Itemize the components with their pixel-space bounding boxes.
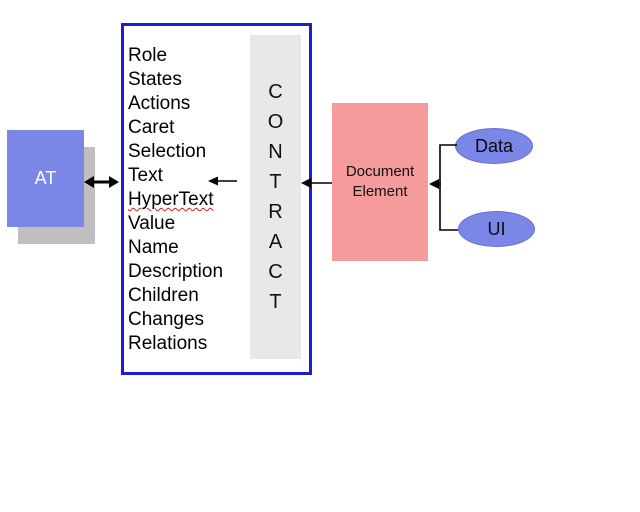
contract-letter: O bbox=[267, 111, 284, 133]
document-element-label: Document Element bbox=[345, 163, 415, 200]
contract-property-states: States bbox=[128, 69, 182, 90]
double-arrow-left-head bbox=[84, 176, 94, 188]
ui-node: UI bbox=[458, 211, 535, 247]
contract-property-caret: Caret bbox=[128, 117, 175, 138]
contract-property-selection: Selection bbox=[128, 141, 207, 162]
document-element-node: Document Element bbox=[332, 103, 428, 261]
contract-property-actions: Actions bbox=[128, 93, 191, 114]
at-node: AT bbox=[7, 130, 84, 227]
contract-property-value: Value bbox=[128, 213, 176, 234]
contract-letter: T bbox=[269, 171, 282, 193]
contract-letter: A bbox=[268, 231, 283, 253]
contract-letter: C bbox=[268, 261, 283, 283]
bracket-to-document-arrow bbox=[429, 179, 441, 189]
contract-property-changes: Changes bbox=[128, 309, 205, 330]
ui-node-label: UI bbox=[487, 218, 506, 239]
contract-letter: R bbox=[268, 201, 283, 223]
contract-vertical-bar: C O N T R A C T bbox=[250, 35, 301, 359]
at-contract-double-arrow bbox=[84, 176, 119, 188]
contract-property-hypertext: HyperText bbox=[128, 188, 246, 212]
contract-property-role: Role bbox=[128, 45, 168, 66]
contract-property-text: Text bbox=[128, 165, 163, 186]
contract-properties-list: Role States Actions Caret Selection Text… bbox=[128, 44, 246, 356]
data-node: Data bbox=[455, 128, 533, 164]
contract-letter: C bbox=[268, 81, 283, 103]
contract-property-description: Description bbox=[128, 261, 224, 282]
bracket-arrow-head bbox=[429, 179, 439, 189]
data-ui-bracket bbox=[439, 144, 458, 231]
contract-property-children: Children bbox=[128, 285, 199, 306]
contract-letter: N bbox=[268, 141, 283, 163]
double-arrow-right-head bbox=[109, 176, 119, 188]
contract-property-name: Name bbox=[128, 237, 179, 258]
contract-property-relations: Relations bbox=[128, 333, 208, 354]
data-node-label: Data bbox=[474, 135, 514, 156]
contract-letter: T bbox=[269, 291, 282, 313]
contract-property-hypertext-label: HyperText bbox=[128, 189, 214, 210]
at-node-label: AT bbox=[34, 168, 57, 188]
